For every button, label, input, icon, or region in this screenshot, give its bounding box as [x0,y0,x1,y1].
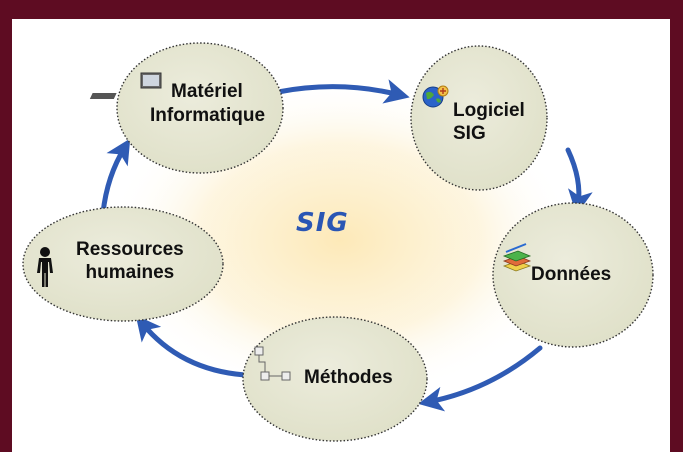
arrow-materiel-to-logiciel [275,79,410,104]
node-materiel-line1: Matériel [171,81,243,102]
node-materiel-line2: Informatique [150,105,266,126]
arrow-methodes-to-ressources [135,315,248,378]
node-logiciel-line2: SIG [453,123,486,144]
center-label: SIG [296,208,349,238]
computer-icon [89,72,162,99]
node-donnees-label: Données [531,263,611,286]
node-ressources-ellipse [22,206,224,322]
node-donnees-line1: Données [531,264,612,285]
node-methodes-label: Méthodes [304,366,393,389]
globe-icon [422,85,449,108]
node-logiciel-label: Logiciel SIG [453,99,525,145]
node-ressources-line1: Ressources [76,239,184,260]
node-methodes-ellipse [242,316,428,442]
layers-icon [502,243,532,272]
node-materiel-label: Matériel [171,80,243,103]
node-ressources-label: Ressources humaines [76,238,184,284]
flowchart-icon [254,346,291,381]
arrow-donnees-to-methodes [418,345,543,412]
node-logiciel-ellipse [410,45,548,191]
arrow-ressources-to-materiel [100,138,131,216]
node-ressources-line2: humaines [85,262,175,283]
node-donnees-ellipse [492,202,654,348]
node-materiel-label-2: Informatique [150,104,265,127]
person-icon [37,247,53,287]
arrow-logiciel-to-donnees [565,147,593,215]
node-methodes-line1: Méthodes [304,367,393,388]
node-logiciel-line1: Logiciel [453,100,525,121]
